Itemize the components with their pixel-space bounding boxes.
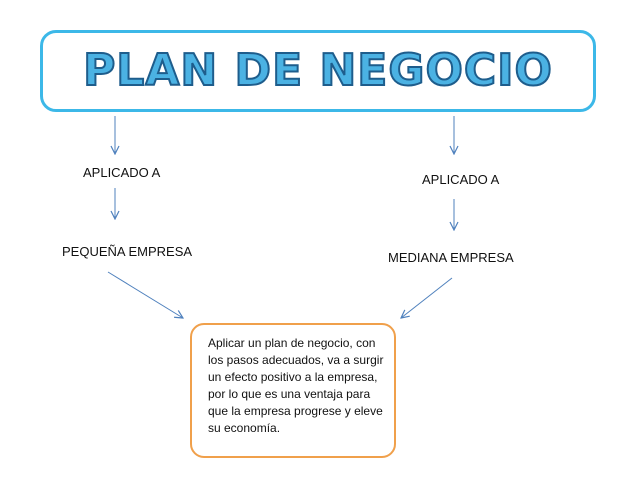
arrow-mediana-to-conclusion <box>401 277 453 318</box>
diagram-title: PLAN DE NEGOCIO <box>82 45 553 96</box>
conclusion-box: Aplicar un plan de negocio, con los paso… <box>190 323 396 458</box>
title-box: PLAN DE NEGOCIO <box>40 30 596 112</box>
pequena-empresa-node: PEQUEÑA EMPRESA <box>62 244 193 259</box>
conclusion-text: Aplicar un plan de negocio, con los paso… <box>208 336 384 435</box>
arrow-pequena-to-conclusion <box>107 271 183 318</box>
right-connector-label: APLICADO A <box>422 172 500 187</box>
left-connector-label: APLICADO A <box>83 165 161 180</box>
mediana-empresa-node: MEDIANA EMPRESA <box>388 250 514 265</box>
